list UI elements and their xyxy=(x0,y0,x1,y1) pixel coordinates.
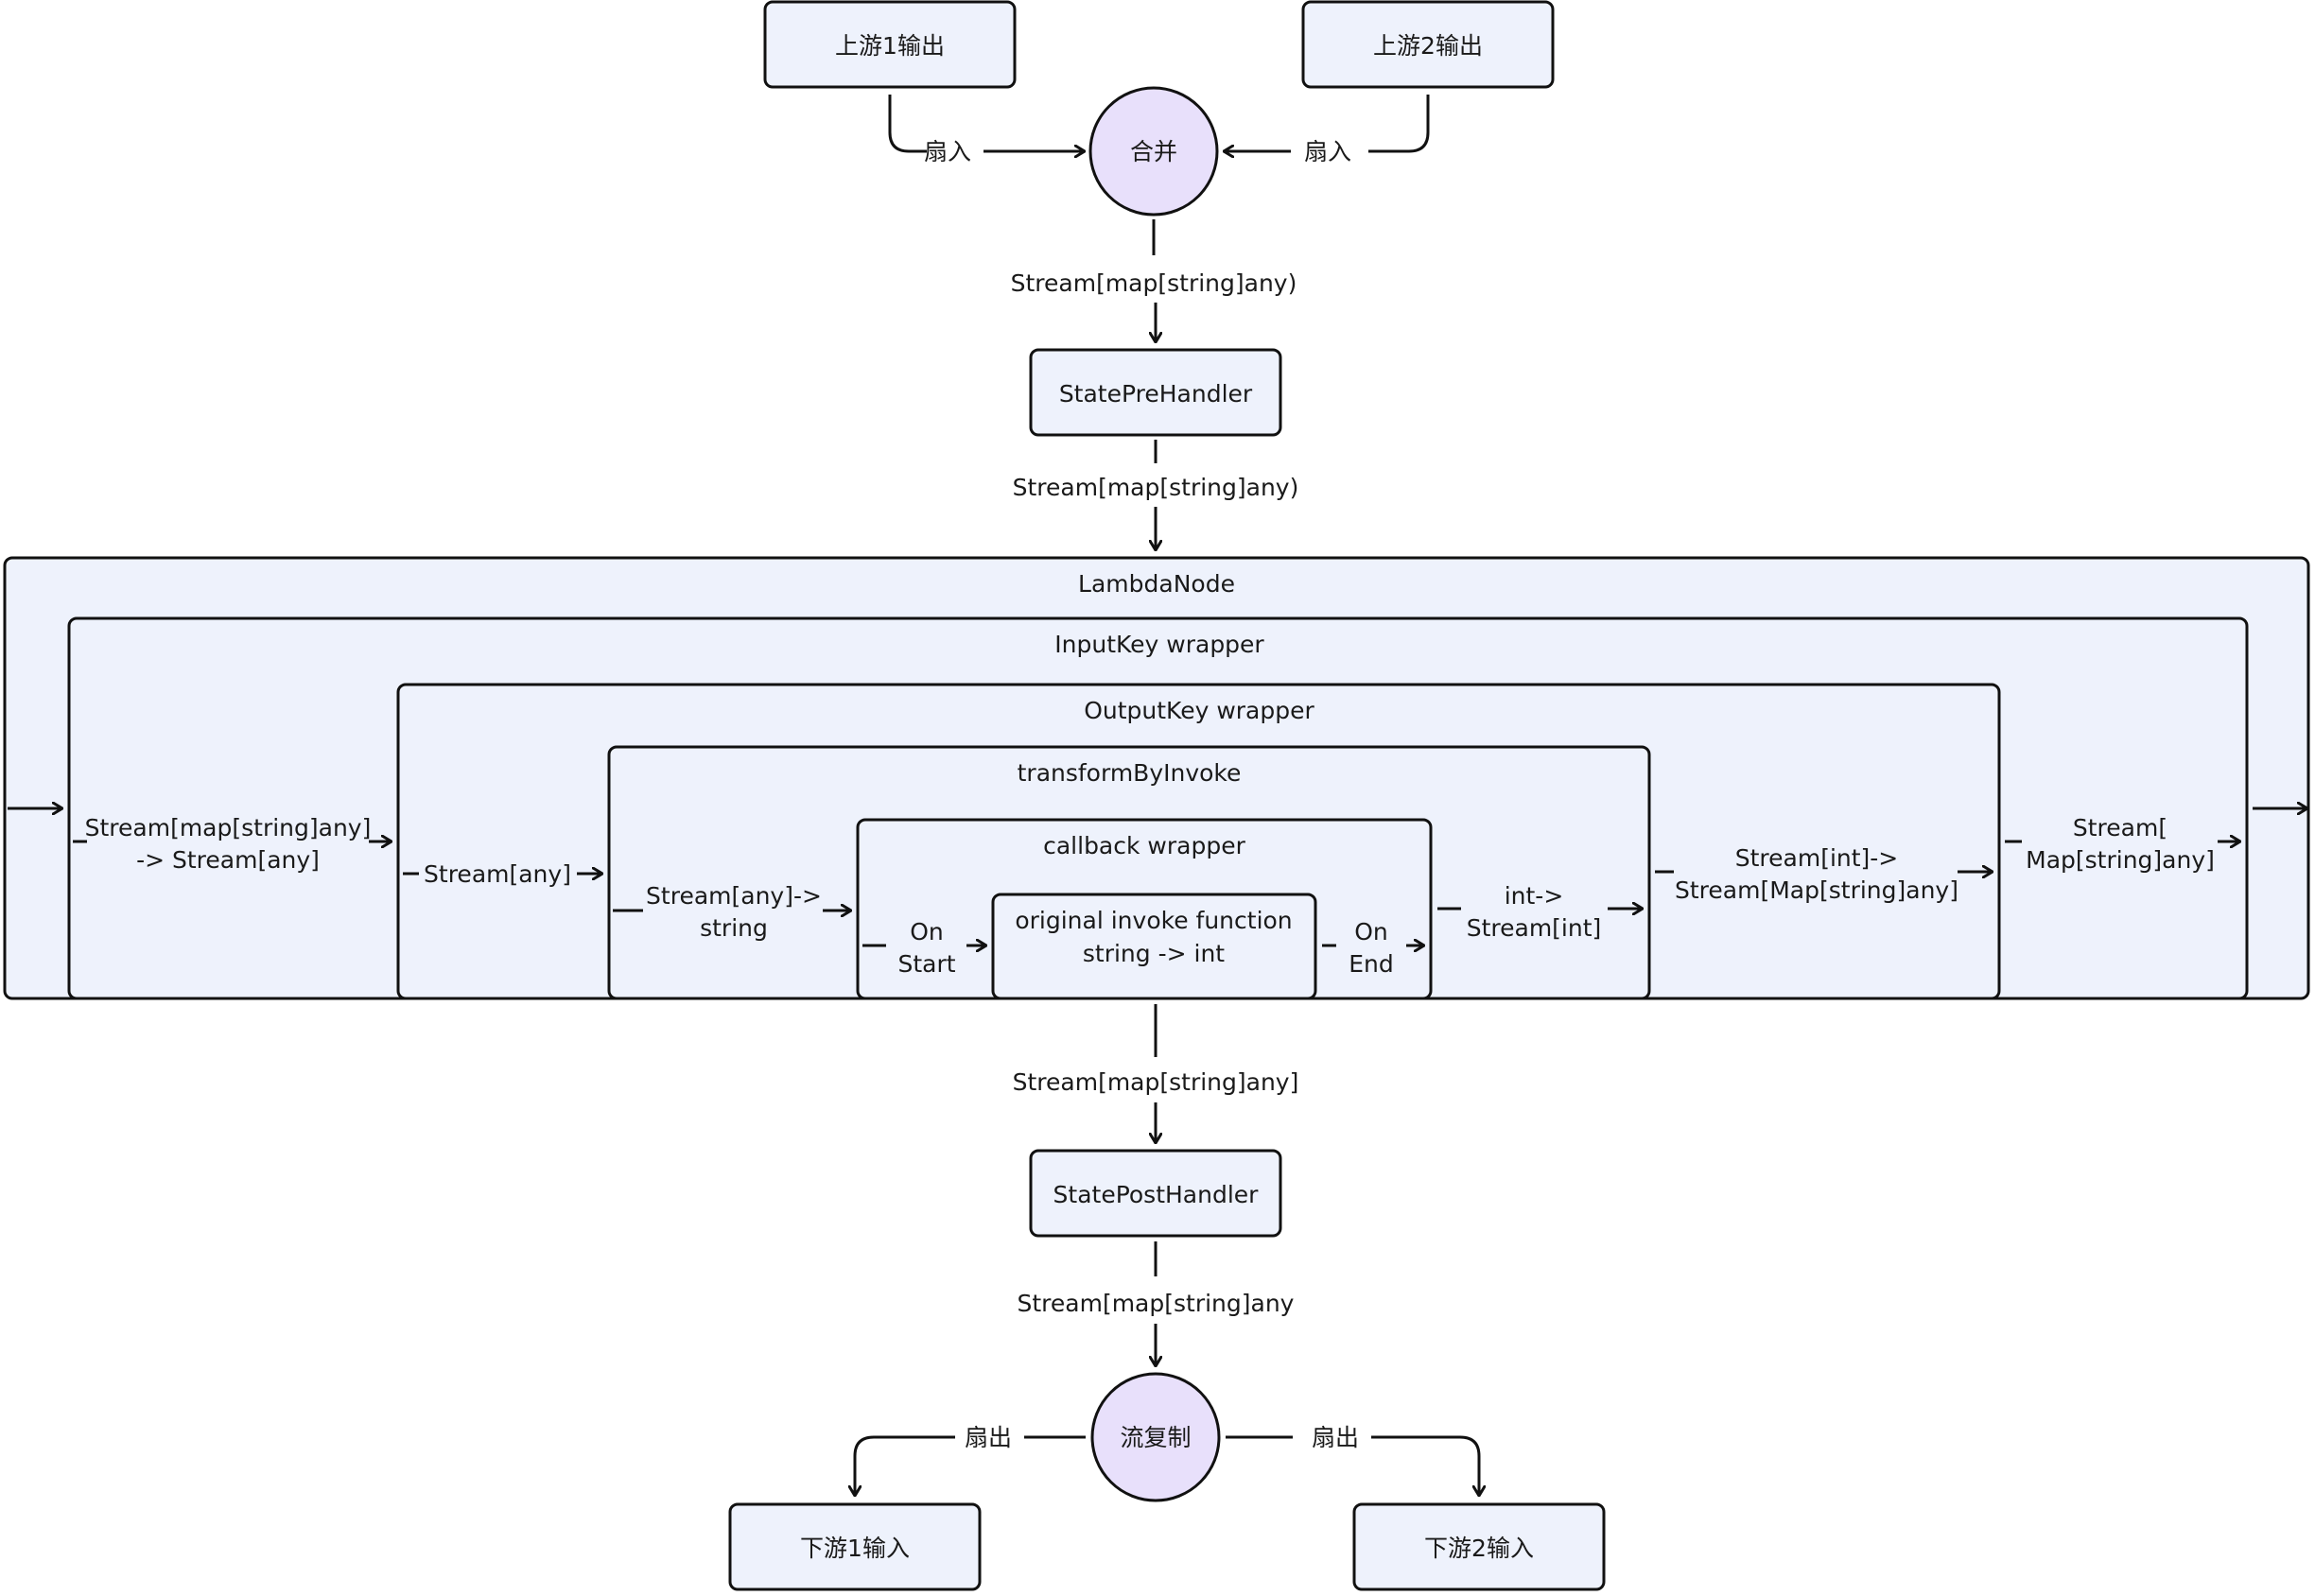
fan-out-right-label: 扇出 xyxy=(1312,1424,1359,1451)
transform-in-label-line1: Stream[any]-> xyxy=(646,882,822,910)
state-post-handler-label: StatePostHandler xyxy=(1053,1181,1260,1208)
callback-wrapper-title: callback wrapper xyxy=(1043,832,1245,859)
outputkey-out-label-line2: Stream[Map[string]any] xyxy=(1675,876,1958,904)
outputkey-in-label: Stream[any] xyxy=(424,860,571,888)
stream-copy-label: 流复制 xyxy=(1120,1424,1191,1451)
inputkey-in-label-line1: Stream[map[string]any] xyxy=(85,814,372,841)
state-pre-handler-label: StatePreHandler xyxy=(1059,380,1253,408)
fan-in-left-label: 扇入 xyxy=(924,138,971,165)
upstream1-box xyxy=(763,0,1017,89)
inputkey-in-label-line2: -> Stream[any] xyxy=(136,846,320,874)
original-invoke-box xyxy=(991,893,1317,1000)
merge-to-pre-label: Stream[map[string]any) xyxy=(1011,269,1297,297)
downstream1-label: 下游1输入 xyxy=(800,1535,910,1562)
inputkey-out-label-line2: Map[string]any] xyxy=(2026,846,2215,874)
original-invoke-label-line2: string -> int xyxy=(1083,940,1225,967)
on-start-label-line1: On xyxy=(910,918,944,945)
pre-to-lambda-label: Stream[map[string]any) xyxy=(1013,474,1299,501)
post-to-copy-label: Stream[map[string]any xyxy=(1018,1290,1295,1317)
on-end-label-line2: End xyxy=(1349,950,1394,978)
fan-out-left-edge-arrow xyxy=(855,1435,955,1496)
transform-by-invoke-title: transformByInvoke xyxy=(1018,759,1242,787)
fan-in-right-label: 扇入 xyxy=(1304,138,1351,165)
merge-node xyxy=(1088,86,1219,217)
transform-out-label-line2: Stream[int] xyxy=(1467,914,1602,942)
inputkey-wrapper-title: InputKey wrapper xyxy=(1054,631,1264,658)
original-invoke-label-line1: original invoke function xyxy=(1015,907,1292,934)
upstream2-box xyxy=(1301,0,1555,89)
upstream2-label: 上游2输出 xyxy=(1373,32,1483,60)
state-post-handler-box xyxy=(1029,1149,1282,1238)
on-start-label-line2: Start xyxy=(897,950,955,978)
transform-out-label-line1: int-> xyxy=(1505,882,1564,910)
outputkey-out-label-line1: Stream[int]-> xyxy=(1735,844,1899,872)
fan-out-right-edge-arrow xyxy=(1371,1435,1479,1496)
downstream2-label: 下游2输入 xyxy=(1424,1535,1534,1562)
transform-in-label-line2: string xyxy=(700,914,768,942)
stream-copy-node xyxy=(1090,1372,1221,1502)
downstream1-box xyxy=(728,1502,982,1591)
fan-out-left-label: 扇出 xyxy=(965,1424,1012,1451)
state-pre-handler-box xyxy=(1029,348,1282,437)
inputkey-out-label-line1: Stream[ xyxy=(2073,814,2167,841)
lambda-node-title: LambdaNode xyxy=(1078,570,1235,598)
downstream2-box xyxy=(1352,1502,1606,1591)
fan-in-right-edge-start xyxy=(1368,95,1430,153)
on-end-label-line1: On xyxy=(1354,918,1388,945)
outputkey-wrapper-title: OutputKey wrapper xyxy=(1084,697,1314,724)
merge-label: 合并 xyxy=(1130,138,1177,165)
upstream1-label: 上游1输出 xyxy=(835,32,945,60)
fan-in-left-edge-start xyxy=(888,95,927,153)
lambda-to-post-label: Stream[map[string]any] xyxy=(1013,1068,1299,1096)
